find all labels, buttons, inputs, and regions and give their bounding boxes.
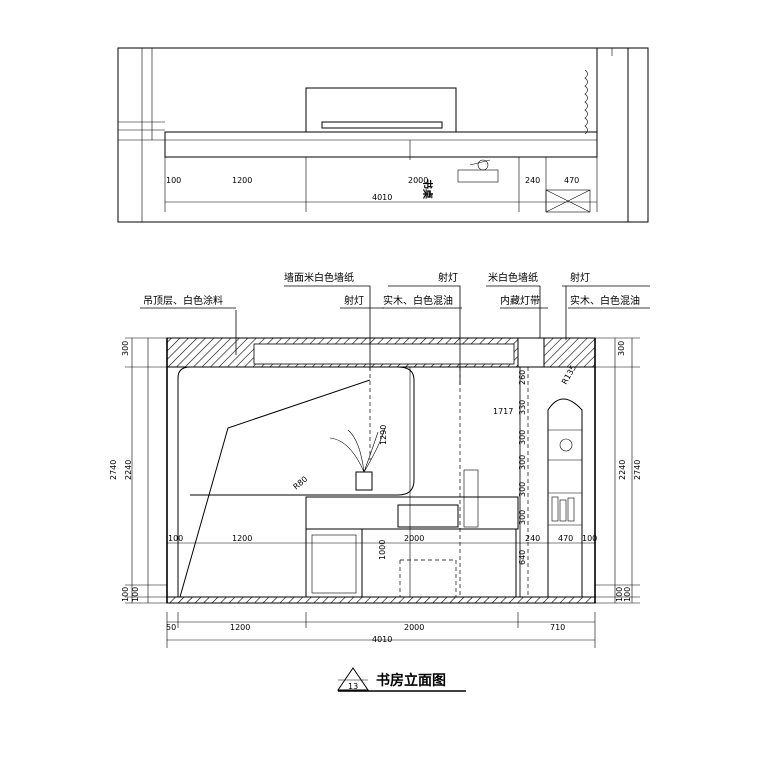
left-dim-100b: 100 <box>131 587 140 602</box>
wallpaper-panel-right <box>519 366 596 598</box>
bottom-dim-2000: 2000 <box>404 623 424 632</box>
plant-icon <box>329 427 386 491</box>
left-dim-2740: 2740 <box>109 460 118 480</box>
left-dim-300: 300 <box>121 341 130 356</box>
inner-dim-260: 260 <box>518 370 527 385</box>
inner-dim-470: 470 <box>558 534 573 543</box>
label-ceiling: 吊顶层、白色涂料 <box>143 294 223 307</box>
desk <box>305 496 519 530</box>
title-text: 书房立面图 <box>376 672 446 689</box>
curtain-icon <box>584 69 588 135</box>
elevation-view: 吊顶层、白色涂料 墙面米白色墙纸 射灯 射灯 实木、白色混油 米白色墙纸 内藏灯… <box>109 271 650 648</box>
drawing-title: 13 书房立面图 <box>337 667 466 692</box>
label-hidden-light: 内藏灯带 <box>500 294 540 307</box>
plan-dim-1200: 1200 <box>232 176 252 185</box>
inner-dim-1200: 1200 <box>232 534 252 543</box>
floor-layer <box>166 596 596 604</box>
wallpaper-panel <box>409 366 521 598</box>
plan-view: 100 1200 2000 240 470 4010 书桌 <box>117 47 649 223</box>
left-dim-2240: 2240 <box>124 460 133 480</box>
inner-dim-300c: 300 <box>518 482 527 497</box>
label-wood-paint-1: 实木、白色混油 <box>383 294 453 307</box>
inner-dim-300d: 300 <box>518 510 527 525</box>
label-wood-paint-2: 实木、白色混油 <box>570 294 640 307</box>
inner-dim-300b: 300 <box>518 455 527 470</box>
inner-dim-2000: 2000 <box>404 534 424 543</box>
inner-dim-100: 100 <box>168 534 183 543</box>
label-cream-wallpaper: 米白色墙纸 <box>488 271 538 284</box>
label-spotlight-3: 射灯 <box>570 272 590 284</box>
inner-dim-1717: 1717 <box>493 407 513 416</box>
bottom-dim-4010: 4010 <box>372 635 392 644</box>
plan-dim-2000: 2000 <box>408 176 428 185</box>
inner-dim-1290: 1290 <box>379 425 388 445</box>
inner-dim-100r: 100 <box>582 534 597 543</box>
chair-icon <box>457 159 499 183</box>
title-number: 13 <box>348 682 358 691</box>
inner-dim-r80: R80 <box>292 475 310 492</box>
right-dim-2740: 2740 <box>633 460 642 480</box>
bottom-dim-710: 710 <box>550 623 565 632</box>
label-spotlight-1: 射灯 <box>344 295 364 307</box>
plan-dim-240: 240 <box>525 176 540 185</box>
inner-dim-1000: 1000 <box>378 540 387 560</box>
plan-dim-470: 470 <box>564 176 579 185</box>
inner-dim-300a: 300 <box>518 430 527 445</box>
plan-dim-4010: 4010 <box>372 193 392 202</box>
label-spotlight-2: 射灯 <box>438 272 458 284</box>
inner-dim-330: 330 <box>518 400 527 415</box>
plan-dim-100: 100 <box>166 176 181 185</box>
right-dim-100a: 100 <box>615 587 624 602</box>
bottom-dim-50: 50 <box>166 623 176 632</box>
right-dim-300: 300 <box>617 341 626 356</box>
left-dim-100a: 100 <box>121 587 130 602</box>
label-wallpaper-cream: 墙面米白色墙纸 <box>284 271 354 284</box>
bottom-dim-1200: 1200 <box>230 623 250 632</box>
inner-dim-240: 240 <box>525 534 540 543</box>
inner-dim-640: 640 <box>518 550 527 565</box>
right-dim-100b: 100 <box>623 587 632 602</box>
right-dim-2240: 2240 <box>618 460 627 480</box>
desk-label: 书桌 <box>421 179 434 199</box>
bookshelf <box>547 398 583 597</box>
